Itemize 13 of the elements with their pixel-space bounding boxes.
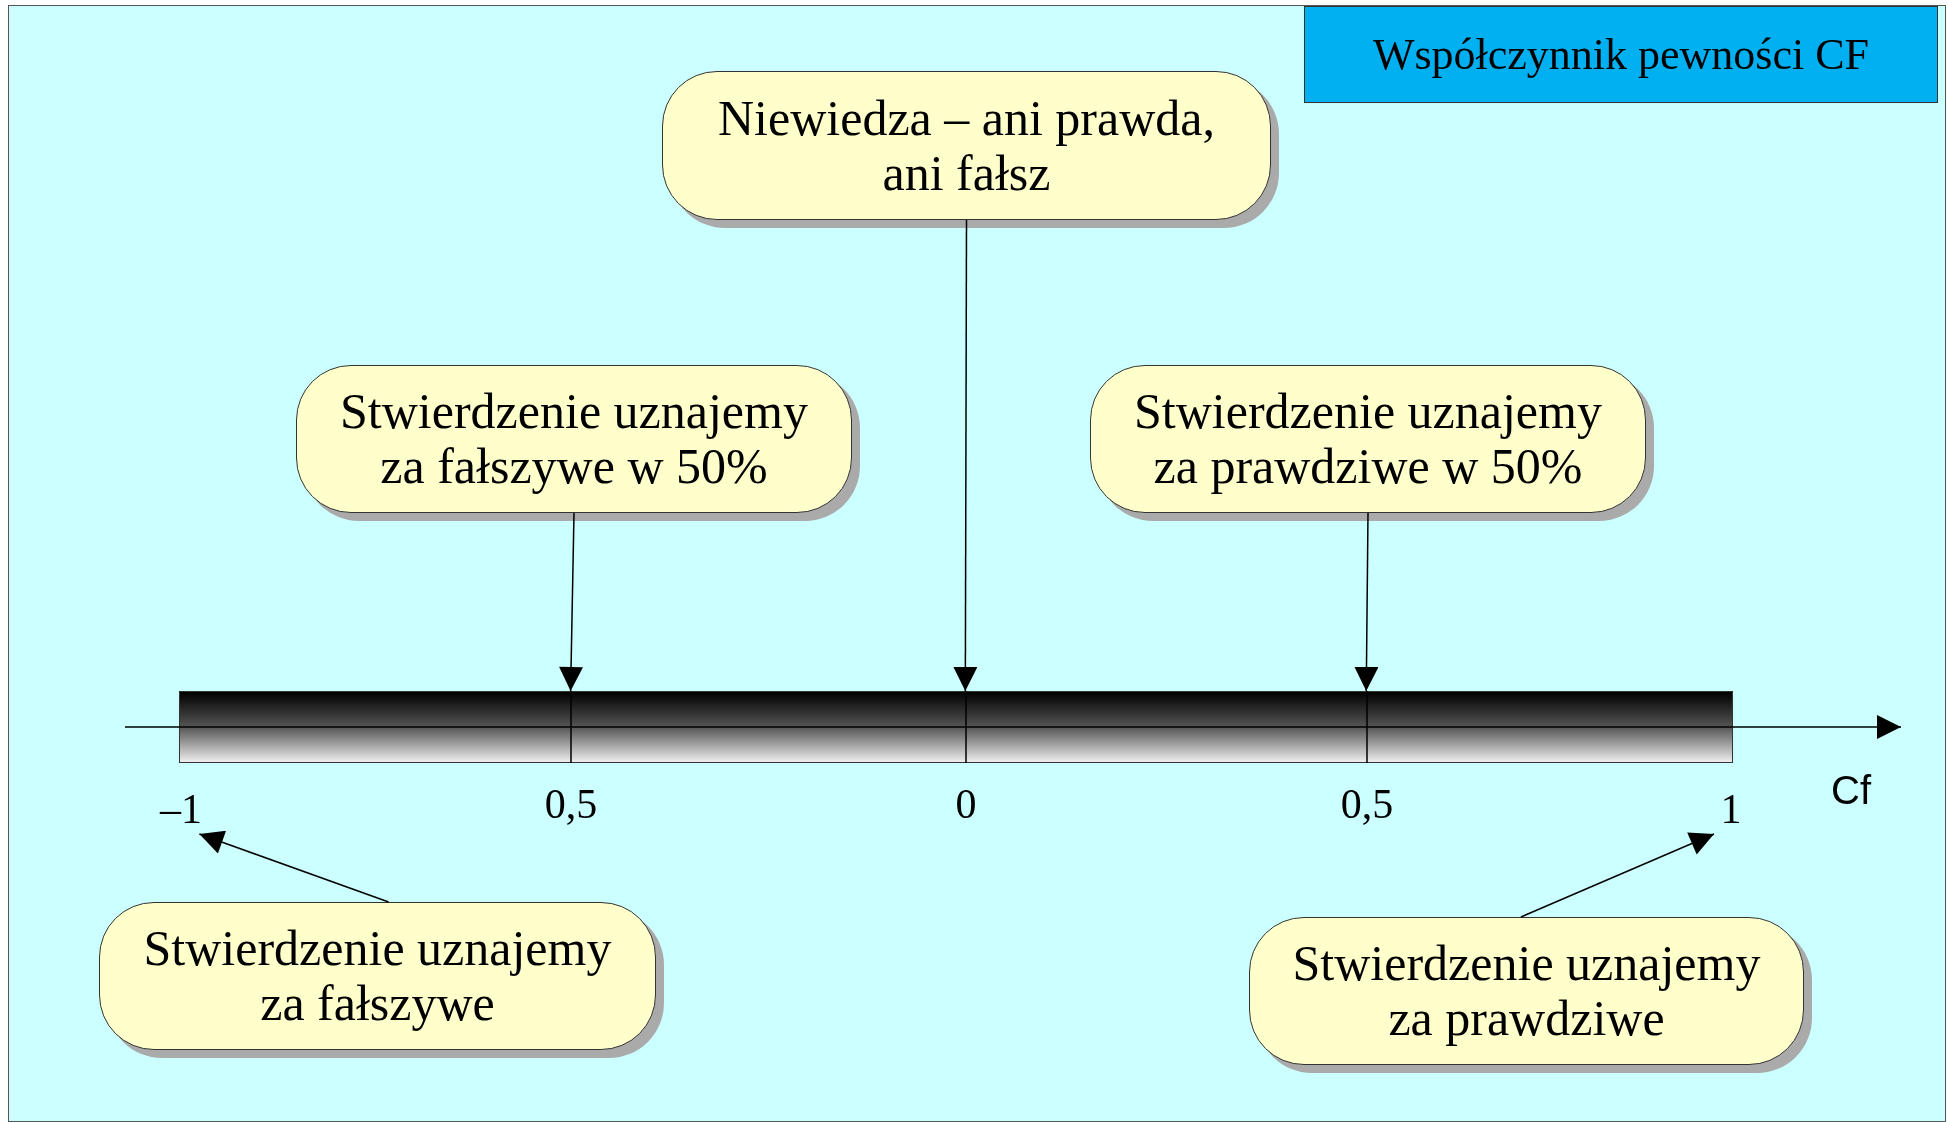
- leader-arrow: [1520, 832, 1715, 918]
- tick-label: 1: [1714, 784, 1748, 834]
- tick-label: 0,5: [1340, 780, 1394, 828]
- leader-arrow: [1354, 512, 1379, 692]
- title-box: Współczynnik pewności CF: [1304, 6, 1938, 103]
- tick-label: 0: [955, 780, 977, 828]
- leader-arrow: [559, 512, 584, 692]
- axis-label: Cf: [1831, 768, 1871, 813]
- leader-arrow: [953, 219, 978, 692]
- tick-label: 0,5: [544, 780, 598, 828]
- tick-label: –1: [158, 784, 204, 834]
- leader-arrow: [198, 830, 390, 903]
- scale-bar: [179, 691, 1733, 763]
